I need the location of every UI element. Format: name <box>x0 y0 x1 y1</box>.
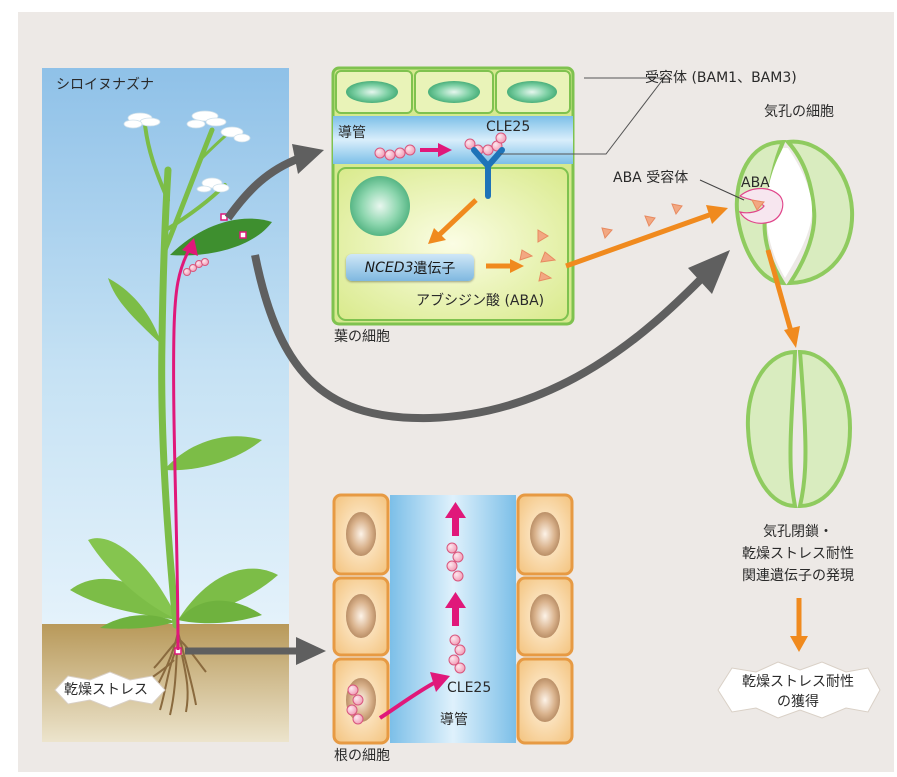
bam-receptor-icon <box>471 147 505 199</box>
aba-transport-arrow <box>565 211 713 269</box>
drought-stress-label: 乾燥ストレス <box>64 682 148 698</box>
drought-stress-badge <box>54 671 166 709</box>
acquisition-badge <box>717 661 881 719</box>
closure-arrow <box>765 249 795 336</box>
closure-line1: 気孔閉鎖・ <box>763 524 833 540</box>
aba-transport-arrow-head <box>706 205 728 224</box>
guard-cell-top-label: 気孔の細胞 <box>764 104 834 120</box>
receptor-callout-line <box>500 77 666 155</box>
cle25-top-label: CLE25 <box>486 119 531 135</box>
cle25-bottom-label: CLE25 <box>447 680 492 696</box>
peptide-arrow-top-head <box>438 143 452 157</box>
peptide-exit-arrow <box>378 680 437 720</box>
aba-molecules-leaf <box>519 229 557 282</box>
aba-molecules-outside <box>601 203 683 240</box>
receptor-label: 受容体 (BAM1、BAM3) <box>645 70 797 86</box>
peptide-path-arrowhead <box>182 238 198 256</box>
flow-arrows <box>185 144 730 665</box>
peptide-cluster-stem <box>183 258 209 276</box>
signal-arrow-to-gene <box>436 198 478 238</box>
peptide-exit-arrow-head <box>430 672 450 692</box>
peptide-cluster-root <box>346 542 466 725</box>
closure-line2: 乾燥ストレス耐性 <box>742 546 854 562</box>
root-cell-panel <box>332 493 574 745</box>
leaf-cell-label: 葉の細胞 <box>334 329 390 345</box>
peptide-transport-path <box>172 247 192 651</box>
plant-name-label: シロイヌナズナ <box>56 77 154 93</box>
gene-suffix: 遺伝子 <box>413 260 456 277</box>
aba-small-label: ABA <box>741 175 770 191</box>
aba-receptor-label: ABA 受容体 <box>613 170 689 186</box>
abscisic-acid-label: アブシジン酸 (ABA) <box>416 293 545 309</box>
closure-arrow-head <box>784 326 800 348</box>
plant <box>70 110 278 655</box>
aba-receptor-icon <box>738 187 784 224</box>
peptide-upward-arrows <box>445 502 466 626</box>
acquisition-arrow-head <box>790 636 808 652</box>
signal-arrow-to-gene-head <box>428 228 446 244</box>
closure-line3: 関連遺伝子の発現 <box>742 568 854 584</box>
leaf-cell-panel <box>331 66 575 326</box>
guard-cells-closed <box>745 349 853 509</box>
aba-bound <box>751 199 765 211</box>
xylem-top-label: 導管 <box>338 125 366 141</box>
acquisition-line2: の獲得 <box>777 694 819 710</box>
root-cell-label: 根の細胞 <box>334 748 390 764</box>
aba-receptor-callout <box>699 179 745 201</box>
xylem-bottom-label: 導管 <box>440 712 468 728</box>
acquisition-line1: 乾燥ストレス耐性 <box>742 674 854 690</box>
nced3-gene-name: NCED3 <box>364 259 414 276</box>
gene-to-aba-arrow-head <box>510 259 524 273</box>
